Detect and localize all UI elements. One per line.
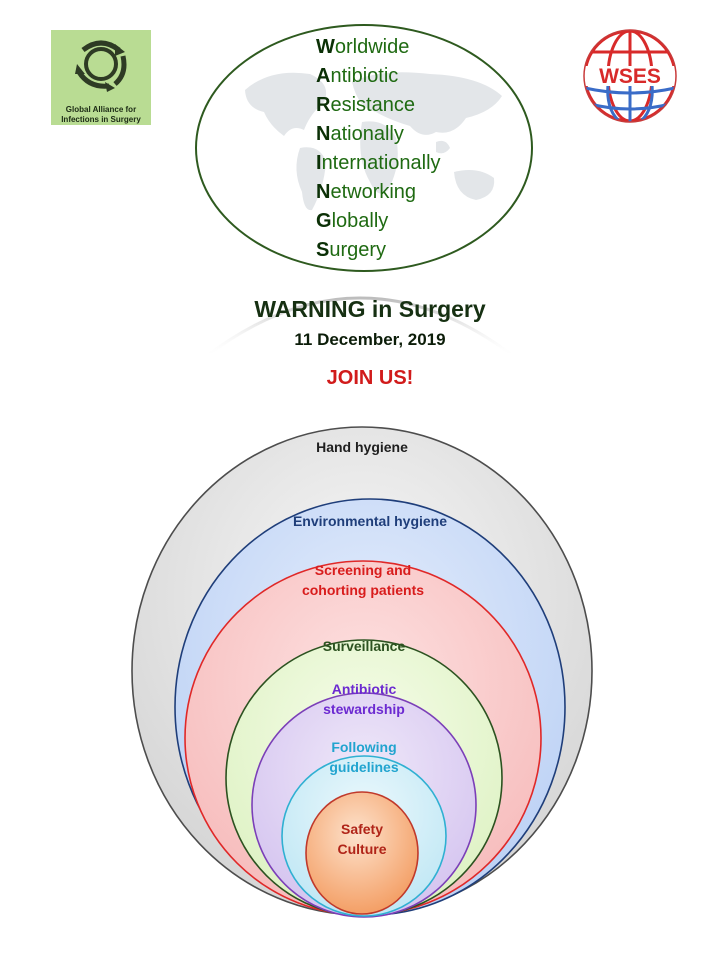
acronym-initial: I xyxy=(316,152,322,174)
acronym-initial: W xyxy=(316,36,335,58)
acronym-item: Globally xyxy=(316,207,441,236)
acronym-item: Antibiotic xyxy=(316,62,441,91)
label-surveillance: Surveillance xyxy=(323,638,406,654)
acronym-rest: etworking xyxy=(330,181,417,203)
acronym-item: Resistance xyxy=(316,91,441,120)
gais-logo-text: Global Alliance for Infections in Surger… xyxy=(51,105,151,125)
wses-logo-text: WSES xyxy=(599,65,661,88)
label-safety-culture-line2: Culture xyxy=(338,841,387,857)
globe-with-orbiting-arrows-icon xyxy=(75,40,127,92)
join-us-text: JOIN US! xyxy=(326,367,414,389)
acronym-initial: A xyxy=(316,65,331,87)
label-screening-cohorting-line1: Screening and xyxy=(315,562,411,578)
acronym-initial: N xyxy=(316,123,331,145)
gais-logo: Global Alliance for Infections in Surger… xyxy=(51,30,151,125)
acronym-rest: urgery xyxy=(329,239,387,261)
acronym-rest: orldwide xyxy=(334,36,410,58)
acronym-rest: ntibiotic xyxy=(330,65,399,87)
acronym-rest: ationally xyxy=(330,123,404,145)
title-arc xyxy=(203,296,517,360)
wses-globe-icon: WSES xyxy=(583,29,677,123)
acronym-ellipse xyxy=(195,24,533,272)
acronym-initial: N xyxy=(316,181,331,203)
acronym-item: Surgery xyxy=(316,236,441,265)
label-hand-hygiene: Hand hygiene xyxy=(316,439,408,455)
acronym-rest: nternationally xyxy=(321,152,441,174)
acronym-initial: S xyxy=(316,239,330,261)
label-environmental-hygiene: Environmental hygiene xyxy=(293,513,447,529)
acronym-rest: lobally xyxy=(331,210,389,232)
acronym-initial: R xyxy=(316,94,331,116)
event-date: 11 December, 2019 xyxy=(294,330,446,349)
gais-text-line1: Global Alliance for xyxy=(65,105,137,114)
gais-text-line2: Infections in Surgery xyxy=(61,115,141,124)
label-antibiotic-stewardship-line2: stewardship xyxy=(323,701,405,717)
acronym-list: Worldwide Antibiotic Resistance National… xyxy=(316,33,441,265)
acronym-item: Networking xyxy=(316,178,441,207)
acronym-item: Worldwide xyxy=(316,33,441,62)
world-map-icon xyxy=(245,72,502,211)
label-antibiotic-stewardship-line1: Antibiotic xyxy=(332,681,397,697)
event-title: WARNING in Surgery xyxy=(254,296,486,322)
acronym-item: Nationally xyxy=(316,120,441,149)
acronym-rest: esistance xyxy=(330,94,415,116)
label-following-guidelines-line2: guidelines xyxy=(329,759,398,775)
label-following-guidelines-line1: Following xyxy=(331,739,396,755)
acronym-initial: G xyxy=(316,210,332,232)
label-screening-cohorting-line2: cohorting patients xyxy=(302,582,424,598)
layer-safety-culture xyxy=(305,791,419,915)
label-safety-culture-line1: Safety xyxy=(341,821,383,837)
acronym-item: Internationally xyxy=(316,149,441,178)
